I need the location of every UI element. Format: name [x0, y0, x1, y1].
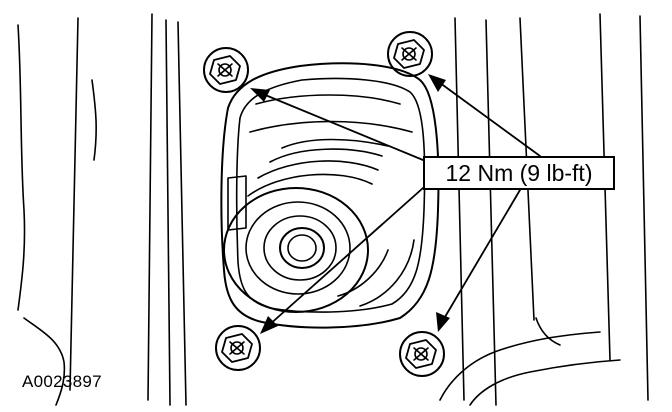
- right-frame-lines: [439, 13, 649, 406]
- leader-bottom-right: [441, 189, 521, 323]
- leader-top-right: [435, 79, 541, 157]
- left-frame-lines: [17, 13, 187, 406]
- bolt-bottom-right: [399, 331, 445, 377]
- bolt-top-left: [203, 47, 249, 93]
- arrowhead-top-right: [428, 74, 446, 92]
- arrowhead-bottom-left: [260, 316, 278, 334]
- leader-top-left: [257, 91, 424, 161]
- figure-id: A0023897: [22, 372, 102, 391]
- torque-label: 12 Nm (9 lb-ft): [445, 159, 593, 186]
- leader-bottom-left: [267, 187, 424, 327]
- leader-lines: [250, 74, 541, 334]
- arrowhead-bottom-right: [436, 312, 450, 332]
- torque-callout: 12 Nm (9 lb-ft): [423, 156, 615, 190]
- arrowhead-top-left: [250, 88, 270, 102]
- bolt-top-right: [387, 31, 433, 77]
- conical-bushing: [223, 138, 415, 313]
- bolt-bottom-left: [215, 325, 261, 371]
- mount-housing: [220, 62, 440, 329]
